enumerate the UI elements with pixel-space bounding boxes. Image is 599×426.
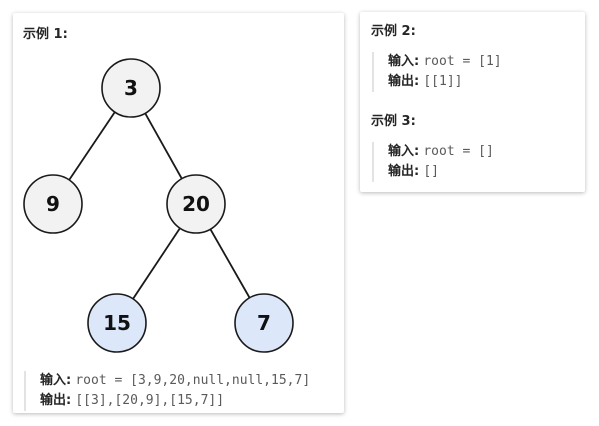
- example-2-input-row: 输入: root = [1]: [388, 52, 502, 72]
- input-value: root = [1]: [423, 54, 502, 69]
- tree-node: 20: [166, 174, 226, 234]
- output-label: 输出:: [388, 164, 420, 179]
- tree-node: 7: [234, 293, 294, 353]
- tree-edges: [52, 87, 265, 324]
- example-3-title: 示例 3:: [371, 114, 416, 129]
- example-3-io: 输入: root = [] 输出: []: [372, 142, 494, 182]
- tree-node: 3: [101, 58, 161, 118]
- tree-node-circle: [87, 293, 147, 353]
- example-1-io: 输入: root = [3,9,20,null,null,15,7] 输出: […: [24, 371, 310, 411]
- example-2-title: 示例 2:: [371, 24, 416, 39]
- input-label: 输入:: [40, 373, 72, 388]
- tree-node: 9: [23, 174, 83, 234]
- tree-node-circle: [23, 174, 83, 234]
- binary-tree-diagram: 3 9 20 15 7: [23, 58, 294, 353]
- example-1-input-row: 输入: root = [3,9,20,null,null,15,7]: [40, 371, 310, 391]
- example-3-input-row: 输入: root = []: [388, 142, 494, 162]
- input-label: 输入:: [388, 54, 420, 69]
- example-3-output-row: 输出: []: [388, 162, 494, 182]
- output-value: [[1]]: [423, 74, 463, 89]
- example-1-title: 示例 1:: [23, 27, 68, 42]
- input-label: 输入:: [388, 144, 420, 159]
- example-2-3-card: 示例 2: 输入: root = [1] 输出: [[1]] 示例 3: 输入:…: [360, 12, 585, 192]
- tree-node-label: 15: [103, 311, 131, 335]
- tree-node-circle: [234, 293, 294, 353]
- tree-node: 15: [87, 293, 147, 353]
- output-label: 输出:: [388, 74, 420, 89]
- tree-node-label: 7: [257, 311, 271, 335]
- tree-node-label: 20: [182, 192, 210, 216]
- output-value: [[3],[20,9],[15,7]]: [75, 393, 225, 408]
- input-value: root = []: [423, 144, 494, 159]
- tree-node-circle: [166, 174, 226, 234]
- tree-node-label: 3: [124, 76, 138, 100]
- input-value: root = [3,9,20,null,null,15,7]: [75, 373, 311, 388]
- tree-node-label: 9: [46, 192, 60, 216]
- output-value: []: [423, 164, 439, 179]
- tree-node-circle: [101, 58, 161, 118]
- example-2-output-row: 输出: [[1]]: [388, 72, 502, 92]
- example-1-output-row: 输出: [[3],[20,9],[15,7]]: [40, 391, 310, 411]
- output-label: 输出:: [40, 393, 72, 408]
- example-1-card: 示例 1: 3 9 20 15 7 输入: root = [3,9,20,null,nu…: [13, 13, 344, 413]
- tree-nodes: 3 9 20 15 7: [23, 58, 294, 353]
- example-2-io: 输入: root = [1] 输出: [[1]]: [372, 52, 502, 92]
